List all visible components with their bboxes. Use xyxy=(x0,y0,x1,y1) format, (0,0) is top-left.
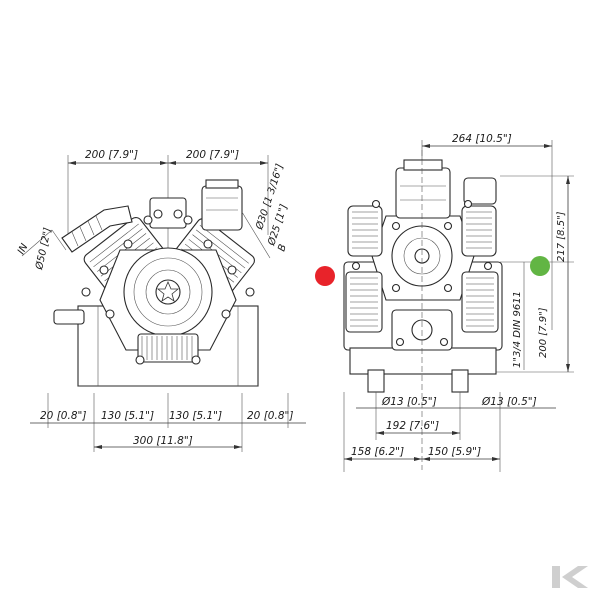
front-bottom-dim-3: 130 [5.1"] xyxy=(169,410,222,422)
front-bottom-dim-4: 20 [0.8"] xyxy=(247,410,293,422)
side-right-dim-upper: 217 [8.5"] xyxy=(556,211,567,262)
side-hole-left: Ø13 [0.5"] xyxy=(381,396,437,408)
front-top-left-dim: 200 [7.9"] xyxy=(85,149,138,161)
side-right-dim-lower: 200 [7.9"] xyxy=(538,307,549,358)
k-logo-icon xyxy=(552,566,588,588)
side-offset-left: 158 [6.2"] xyxy=(351,446,404,458)
side-view: 264 [10.5"] 217 [8.5"] 200 [7.9"] 1"3/4 … xyxy=(343,133,574,472)
front-top-right-dim: 200 [7.9"] xyxy=(186,149,239,161)
front-bottom-dim-1: 20 [0.8"] xyxy=(40,410,86,422)
front-view: 200 [7.9"] 200 [7.9"] xyxy=(16,149,306,452)
side-offset-right: 150 [5.9"] xyxy=(428,446,481,458)
front-total-width: 300 [11.8"] xyxy=(133,435,193,447)
side-shaft-label: 1"3/4 DIN 9611 xyxy=(512,291,523,368)
side-mount-width: 192 [7.6"] xyxy=(386,420,439,432)
front-bottom-dim-2: 130 [5.1"] xyxy=(101,410,154,422)
side-top-dim: 264 [10.5"] xyxy=(452,133,512,145)
green-marker[interactable] xyxy=(530,256,550,276)
front-inlet-dia: Ø50 [2"] xyxy=(33,226,54,271)
red-marker[interactable] xyxy=(315,266,335,286)
front-bolts xyxy=(81,215,255,365)
front-out-label: B xyxy=(276,243,289,253)
side-hole-right: Ø13 [0.5"] xyxy=(481,396,537,408)
side-bolts xyxy=(351,199,493,347)
front-in-label: IN xyxy=(16,242,31,257)
